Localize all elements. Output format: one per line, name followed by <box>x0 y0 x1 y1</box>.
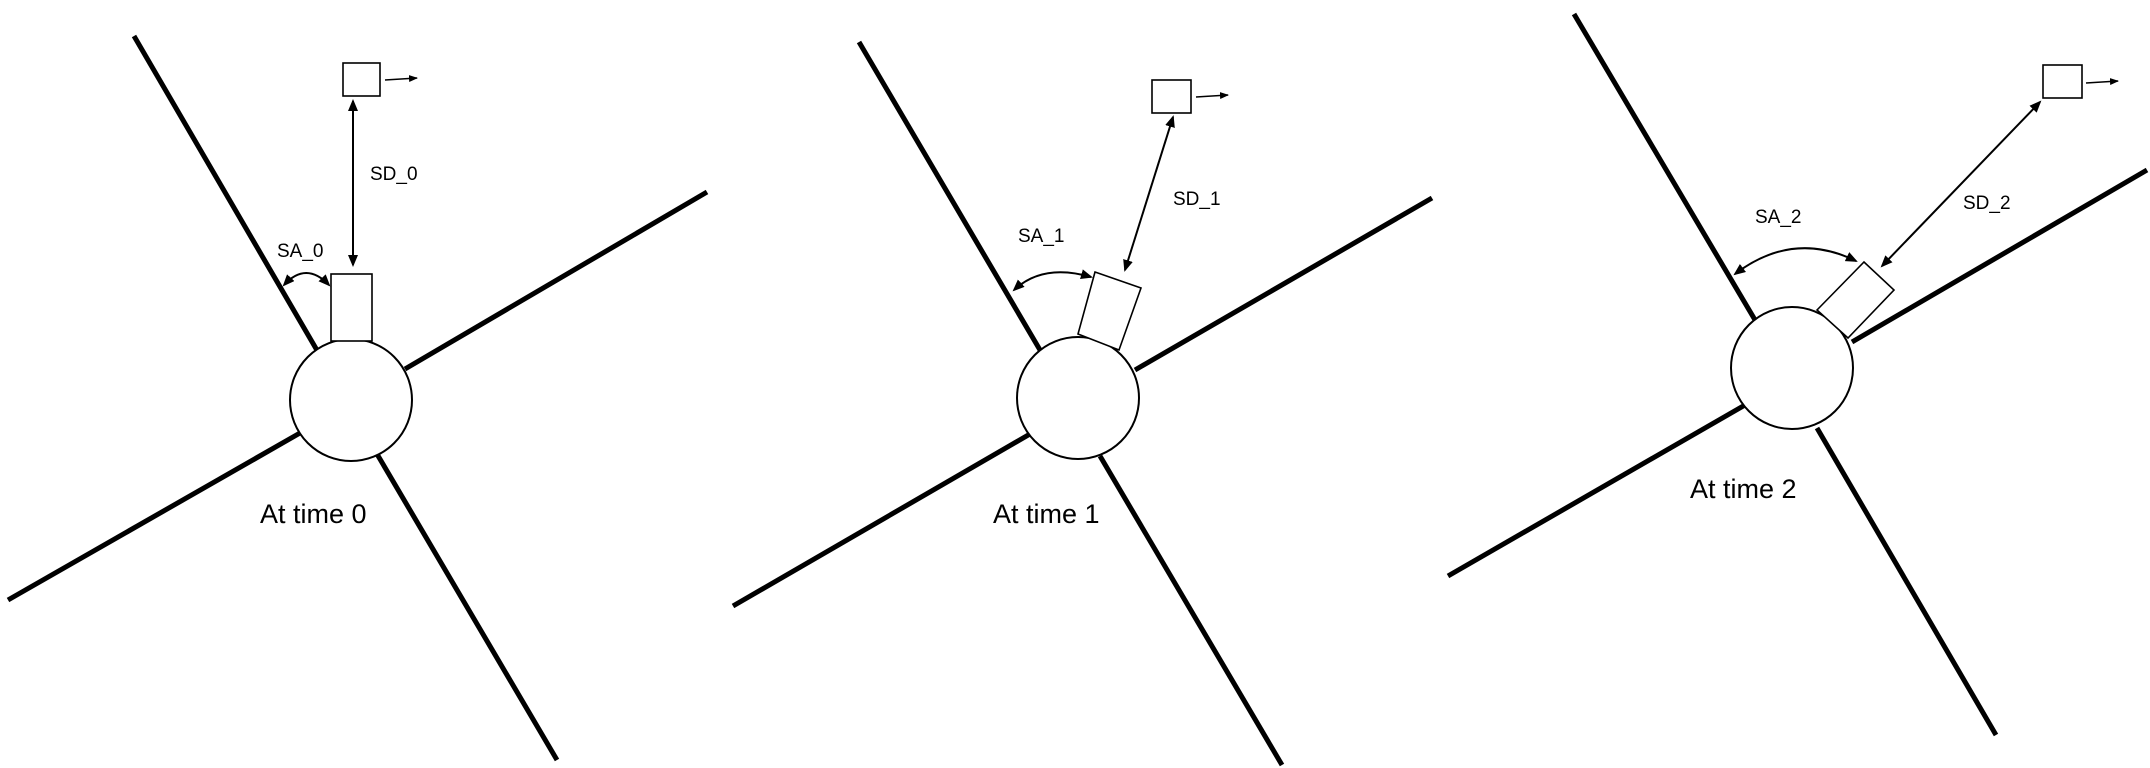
road-segment <box>131 34 321 354</box>
sa-label: SA_0 <box>277 241 323 262</box>
sensor-block <box>1077 270 1143 352</box>
sa-arc <box>1733 247 1858 276</box>
panel-time-1: SD_1 SA_1 At time 1 <box>731 40 1434 767</box>
road-segment <box>1446 402 1747 579</box>
road-segment <box>856 40 1043 352</box>
panel-time-0: SD_0 SA_0 At time 0 <box>6 34 709 762</box>
target-motion-arrow <box>2085 78 2119 85</box>
road-segment <box>1814 426 1999 737</box>
sa-label: SA_2 <box>1755 207 1801 228</box>
sensor-block <box>330 273 373 342</box>
target-box <box>342 62 381 97</box>
panel-time-2: SD_2 SA_2 At time 2 <box>1446 12 2149 737</box>
intersection-hub <box>1730 306 1854 430</box>
sensor-block <box>1815 260 1896 340</box>
sa-arc <box>1012 269 1093 292</box>
sd-arrow <box>1123 115 1175 272</box>
intersection-hub <box>289 338 413 462</box>
target-motion-arrow <box>384 75 418 82</box>
road-segment <box>403 189 709 372</box>
sd-label: SD_2 <box>1963 193 2011 214</box>
road-segment <box>731 431 1032 609</box>
road-segment <box>1133 195 1434 373</box>
road-segment <box>6 430 302 603</box>
sa-label: SA_1 <box>1018 226 1064 247</box>
panel-caption: At time 2 <box>1690 474 1797 504</box>
panel-caption: At time 1 <box>993 499 1100 529</box>
road-segment <box>374 452 560 762</box>
panel-caption: At time 0 <box>260 499 367 529</box>
target-box <box>1151 79 1192 114</box>
road-segment <box>1571 12 1761 327</box>
target-motion-arrow <box>1195 92 1229 99</box>
sd-label: SD_1 <box>1173 189 1221 210</box>
road-segment <box>1097 454 1285 767</box>
intersection-hub <box>1016 336 1140 460</box>
sd-label: SD_0 <box>370 164 418 185</box>
sd-arrow <box>1880 100 2042 268</box>
target-box <box>2042 64 2083 99</box>
sa-arc <box>282 272 331 287</box>
